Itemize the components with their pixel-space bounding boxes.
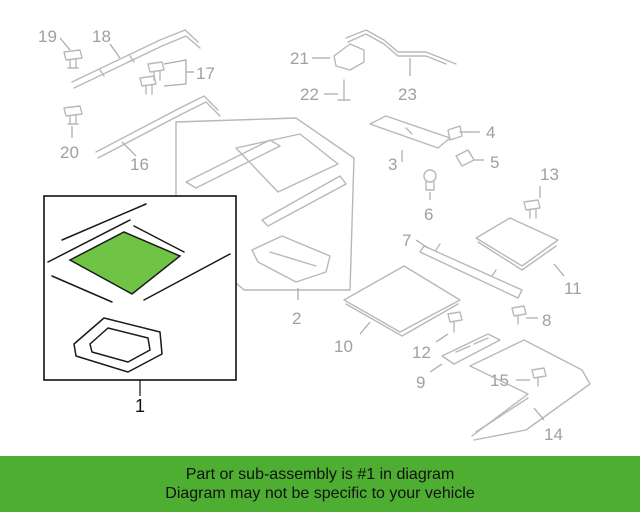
callout-5: 5 [490, 153, 499, 172]
part-23-harness[interactable] [345, 29, 457, 65]
part-17-screws[interactable] [139, 61, 165, 95]
callout-12: 12 [412, 343, 431, 362]
part-5-clip[interactable] [455, 149, 475, 167]
part-19-screw[interactable] [63, 49, 83, 69]
callout-21: 21 [290, 49, 309, 68]
part-14-frame[interactable] [469, 339, 591, 441]
callout-9: 9 [416, 373, 425, 392]
callout-20: 20 [60, 143, 79, 162]
part-20-screw[interactable] [63, 105, 83, 125]
part-15-bolt[interactable] [531, 367, 547, 387]
part-10-sunshade[interactable] [343, 265, 461, 337]
footer-banner: Part or sub-assembly is #1 in diagram Di… [0, 456, 640, 512]
part-3-handle[interactable] [369, 115, 451, 149]
glass-panel-highlight[interactable] [68, 231, 182, 295]
parts-diagram: 19 18 17 20 16 2 [38, 27, 591, 444]
callout-3: 3 [388, 155, 397, 174]
part-12-screw[interactable] [447, 311, 463, 333]
callout-13: 13 [540, 165, 559, 184]
callout-19: 19 [38, 27, 57, 46]
part-9-bracket[interactable] [441, 333, 501, 365]
footer-line-1: Part or sub-assembly is #1 in diagram [185, 466, 455, 483]
callout-22: 22 [300, 85, 319, 104]
part-4-screw[interactable] [447, 125, 471, 141]
part-13-screw[interactable] [523, 199, 541, 219]
part-6-nut[interactable] [423, 169, 437, 191]
part-16-strip[interactable] [95, 95, 221, 159]
callout-18: 18 [92, 27, 111, 46]
part-11-sunshade[interactable] [475, 217, 559, 271]
footer-line-2: Diagram may not be specific to your vehi… [165, 485, 475, 502]
callout-1: 1 [135, 396, 145, 416]
callout-10: 10 [334, 337, 353, 356]
callout-4: 4 [486, 123, 495, 142]
callout-11: 11 [564, 279, 582, 298]
callout-17: 17 [196, 64, 215, 83]
part-8-bolt[interactable] [511, 305, 527, 325]
callout-14: 14 [544, 425, 563, 444]
callout-16: 16 [130, 155, 149, 174]
part-18-strip[interactable] [71, 29, 201, 89]
callout-6: 6 [424, 205, 433, 224]
part-1-box[interactable] [43, 195, 237, 381]
callout-7: 7 [402, 231, 411, 250]
callout-23: 23 [398, 85, 417, 104]
callout-8: 8 [542, 311, 551, 330]
part-22-bolt[interactable] [337, 79, 351, 101]
part-21-motor[interactable] [333, 43, 365, 71]
callout-2: 2 [292, 309, 301, 328]
part-7-rail[interactable] [419, 243, 523, 299]
